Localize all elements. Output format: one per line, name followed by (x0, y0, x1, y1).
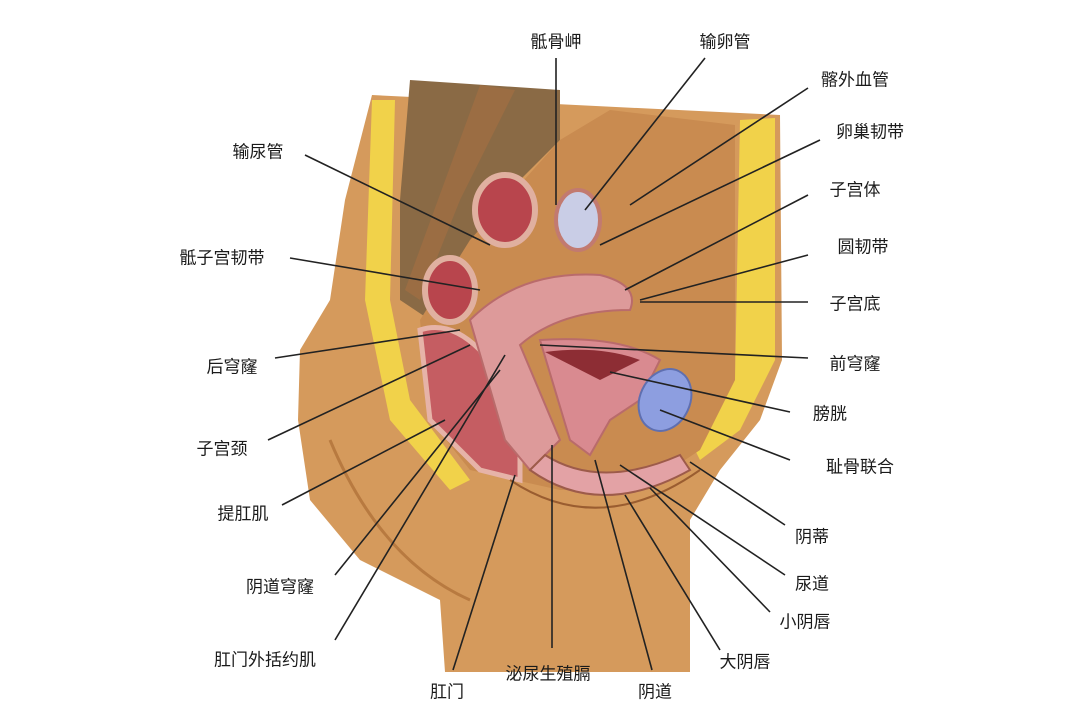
label-uterine-body: 子宫体 (829, 180, 881, 201)
rectum (417, 325, 523, 484)
leader-line-ovarian-ligament (599, 139, 821, 246)
leader-line-anterior-fornix (539, 344, 809, 359)
leader-line-labia-majora (624, 494, 721, 651)
leader-line-pubic-symphysis (659, 409, 791, 461)
leader-line-round-ligament (639, 254, 809, 301)
sacrum-edge (405, 85, 515, 300)
perineum-skin (509, 469, 701, 509)
leader-line-fallopian-tube (584, 57, 706, 211)
label-external-anal-sphincter: 肛门外括约肌 (214, 650, 316, 671)
label-ureter: 输尿管 (232, 142, 284, 163)
label-posterior-fornix: 后穹窿 (206, 357, 258, 378)
label-levator-ani: 提肛肌 (217, 504, 269, 525)
label-ovarian-ligament: 卵巢韧带 (836, 122, 904, 143)
leader-line-levator-ani (281, 419, 446, 506)
leader-line-ureter (304, 154, 491, 246)
label-cervix: 子宫颈 (196, 439, 248, 460)
leader-line-anus (452, 474, 516, 671)
buttock-curve (328, 439, 471, 602)
label-anterior-fornix: 前穹窿 (829, 354, 881, 375)
label-fallopian-tube: 输卵管 (699, 32, 751, 53)
label-bladder: 膀胱 (813, 404, 847, 425)
leader-line-uterine-body (624, 194, 809, 291)
label-urethra: 尿道 (795, 574, 829, 595)
leader-line-vaginal-fornix (334, 369, 501, 576)
vaginal-lumen (545, 349, 640, 380)
leader-line-cervix (267, 344, 471, 441)
label-urogenital-diaphragm: 泌尿生殖膈 (505, 664, 591, 685)
bladder (637, 368, 693, 432)
leader-line-external-anal-sphincter (334, 354, 506, 641)
label-external-iliac-vessels: 髂外血管 (821, 70, 889, 91)
label-labia-majora: 大阴唇 (719, 652, 771, 673)
bladder-tissue (538, 338, 662, 457)
leader-line-labia-minora (649, 487, 771, 613)
anterior-fat (690, 118, 775, 460)
label-uterosacral-ligament: 骶子宫韧带 (179, 248, 265, 269)
leader-line-external-iliac (629, 87, 809, 206)
rectum-loop-1 (472, 172, 538, 248)
label-pubic-symphysis: 耻骨联合 (826, 457, 894, 478)
label-round-ligament: 圆韧带 (837, 237, 889, 258)
leader-line-vagina (594, 459, 653, 671)
label-labia-minora: 小阴唇 (779, 612, 831, 633)
leader-line-posterior-fornix (274, 329, 461, 359)
leader-lines (267, 57, 821, 671)
leader-line-clitoris (689, 461, 786, 526)
label-uterine-fundus: 子宫底 (829, 294, 881, 315)
uterus (468, 273, 633, 472)
label-clitoris: 阴蒂 (795, 527, 829, 548)
label-vaginal-fornix: 阴道穹窿 (246, 577, 314, 598)
label-sacral-promontory: 骶骨岬 (530, 32, 582, 53)
leader-line-bladder (609, 371, 791, 413)
label-anus: 肛门 (430, 682, 464, 703)
rectum-loop-2 (422, 255, 478, 325)
label-vagina: 阴道 (638, 682, 672, 703)
leader-line-urethra (619, 464, 786, 576)
leader-line-uterosacral-ligament (289, 257, 481, 291)
